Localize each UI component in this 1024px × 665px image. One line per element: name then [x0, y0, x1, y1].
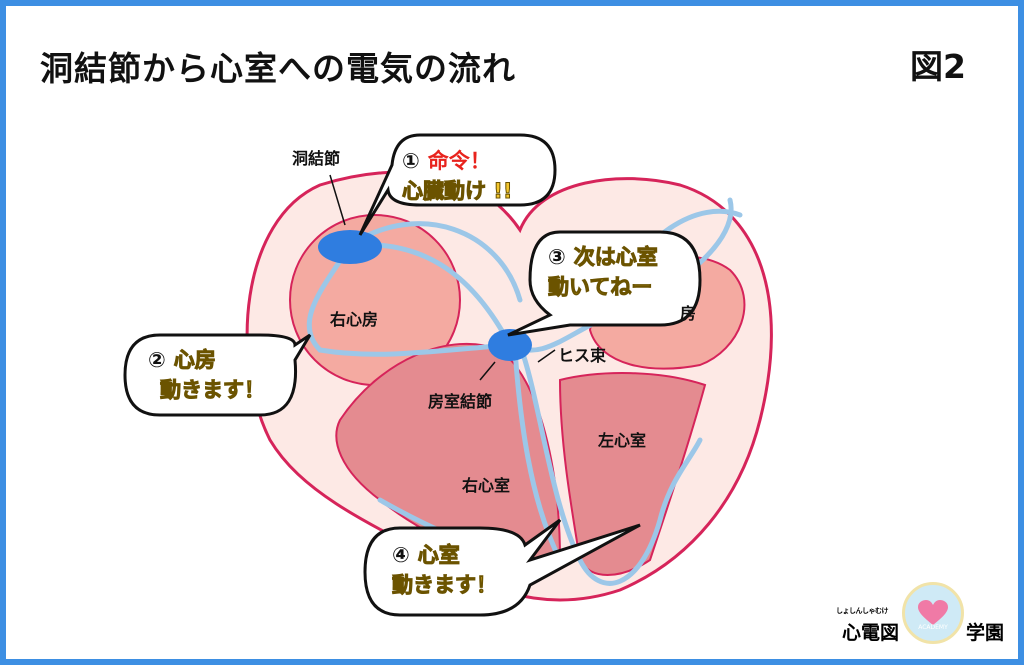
step-number: ① [402, 149, 420, 173]
logo-ruby: しょしんしゃむけ [836, 607, 889, 615]
arrow-sa [329, 174, 346, 226]
step-number: ② [148, 348, 166, 372]
bubble-1-line2: 心臓動け !! [401, 179, 513, 204]
label-av-node: 房室結節 [428, 392, 493, 411]
figure-label: 図2 [910, 47, 966, 86]
arrow-his [537, 349, 556, 363]
left-ventricle [558, 372, 707, 576]
bubble-4-line2: 動きます！ [392, 573, 498, 598]
label-sa-node: 洞結節 [292, 149, 341, 168]
label-left-atrium: 房 [680, 304, 697, 323]
bubble-2-line2: 動きます！ [160, 378, 266, 403]
logo-text-left: 心電図 [842, 622, 900, 644]
bubble-3-line1: 次は心室 [573, 245, 658, 270]
logo-badge-icon: ACADEMY [902, 582, 964, 644]
arrow-av [479, 361, 496, 381]
label-right-ventricle: 右心室 [462, 476, 511, 495]
av-node [488, 329, 532, 361]
label-left-ventricle: 左心室 [598, 431, 647, 450]
bubble-3: ③ 次は心室 動いてねー [548, 242, 659, 302]
label-right-atrium: 右心房 [330, 310, 379, 329]
step-number: ③ [548, 245, 566, 269]
bubble-4: ④ 心室 動きます！ [392, 540, 498, 600]
bubble-3-line2: 動いてねー [548, 275, 653, 300]
bubble-1-line1: 命令！ [427, 149, 491, 173]
bubble-2: ② 心房 動きます！ [148, 345, 266, 405]
sa-node [318, 230, 382, 264]
page-title: 洞結節から心室への電気の流れ [40, 49, 516, 88]
logo: しょしんしゃむけ 心電図 ACADEMY 学園 [834, 582, 1018, 652]
bubble-2-line1: 心房 [173, 348, 216, 373]
step-number: ④ [392, 543, 410, 567]
logo-text-right: 学園 [966, 622, 1005, 644]
heart-icon [918, 600, 948, 625]
bubble-1: ① 命令！ 心臓動け !! [401, 146, 513, 206]
bubble-4-line1: 心室 [417, 543, 460, 568]
label-his-bundle: ヒス束 [558, 346, 607, 365]
speech-bubbles [123, 133, 702, 617]
logo-badge-text: ACADEMY [918, 624, 948, 631]
